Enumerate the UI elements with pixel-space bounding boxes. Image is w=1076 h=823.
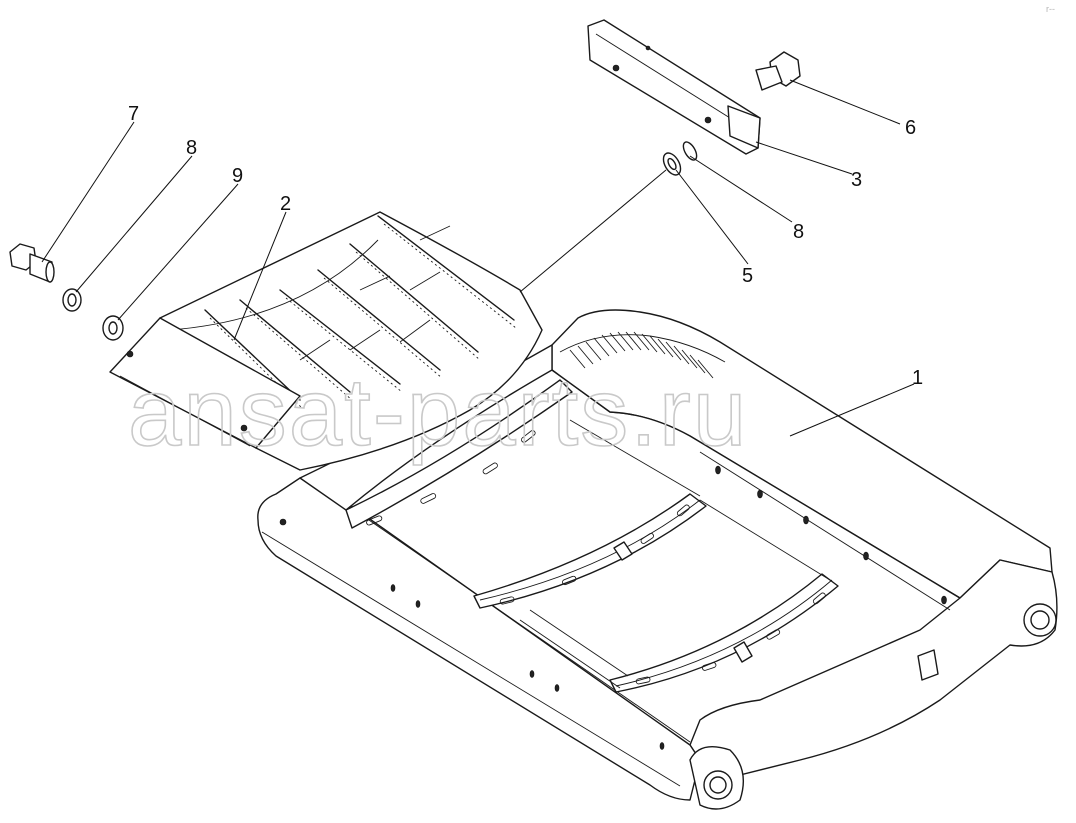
part-8-washer-right: [682, 141, 698, 161]
callout-8: 8: [186, 137, 197, 159]
part-5-washer: [662, 152, 682, 176]
part-9-washer: [102, 315, 124, 341]
part-3-bracket: [587, 19, 761, 155]
callout-3: 3: [851, 169, 862, 191]
callouts: 7 8 9 2 6 3 8 5 1: [128, 103, 923, 389]
callout-8: 8: [793, 221, 804, 243]
callout-7: 7: [128, 103, 139, 125]
callout-6: 6: [905, 117, 916, 139]
callout-2: 2: [280, 193, 291, 215]
part-8-washer-left: [62, 288, 82, 312]
watermark-text: ansat-parts.ru: [128, 359, 748, 466]
part-6-bolt: [755, 51, 801, 91]
part-2-curved-section: [109, 211, 543, 471]
callout-1: 1: [912, 367, 923, 389]
part-7-bolt: [9, 243, 55, 283]
corner-mark: r--: [1046, 4, 1055, 14]
leader-lines: [41, 79, 915, 437]
callout-9: 9: [232, 165, 243, 187]
callout-5: 5: [742, 265, 753, 287]
